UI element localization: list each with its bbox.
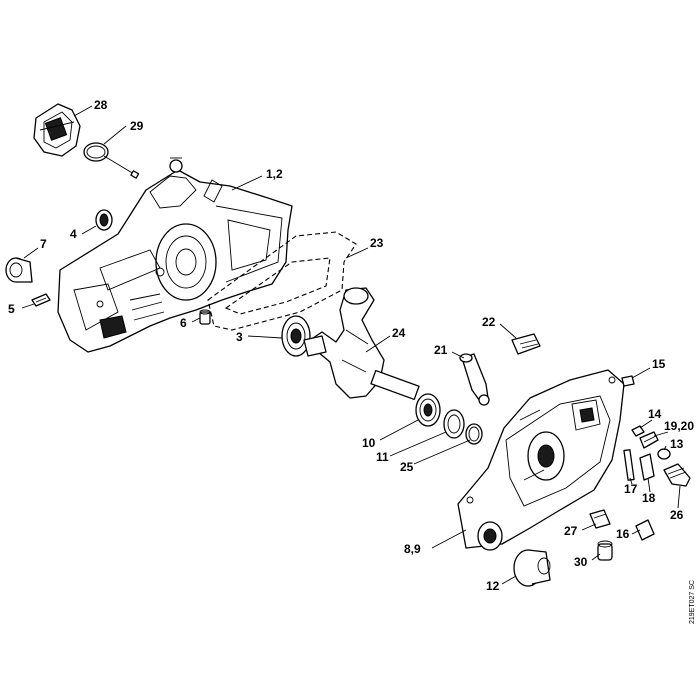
part-pin-14	[631, 425, 645, 437]
part-crankshaft	[303, 287, 420, 401]
callout-14: 14	[648, 407, 662, 421]
part-bearing-3	[281, 315, 311, 357]
part-adjusting-screw	[511, 333, 541, 355]
part-screw-15	[621, 375, 635, 387]
part-sleeve	[199, 309, 211, 325]
part-oil-pump	[33, 103, 81, 157]
part-circlip	[465, 423, 483, 445]
callout-7: 7	[40, 237, 47, 251]
part-gasket	[207, 231, 357, 331]
leader-lines	[21, 105, 681, 585]
callout-27: 27	[564, 524, 578, 538]
callout-24: 24	[392, 326, 406, 340]
callout-15: 15	[652, 357, 666, 371]
callout-30: 30	[574, 555, 588, 569]
part-buffer-12	[513, 549, 551, 587]
callout-10: 10	[362, 436, 376, 450]
part-screw-5	[31, 293, 51, 307]
callout-22: 22	[482, 315, 496, 329]
callout-17: 17	[624, 482, 638, 496]
callout-8-9: 8,9	[404, 542, 421, 556]
callout-4: 4	[70, 227, 77, 241]
part-crankcase-left	[57, 157, 293, 353]
callout-16: 16	[616, 527, 630, 541]
callout-labels: 28 29 1,2 4 7 23 5 6 24 3 22 21 15 14 19…	[8, 98, 694, 593]
part-buffer	[5, 257, 33, 283]
part-pin-18	[639, 453, 655, 481]
callout-6: 6	[180, 316, 187, 330]
part-crankcase-right	[457, 369, 625, 551]
callout-12: 12	[486, 579, 500, 593]
callout-18: 18	[642, 491, 656, 505]
part-screw-27	[589, 509, 611, 529]
part-pump-seal	[83, 142, 140, 179]
callout-5: 5	[8, 302, 15, 316]
callout-28: 28	[94, 98, 108, 112]
drawing-reference: 219ET027 SC	[689, 580, 696, 624]
callout-19-20: 19,20	[664, 419, 694, 433]
part-stud-16	[635, 519, 655, 541]
callout-1-2: 1,2	[266, 167, 283, 181]
part-bent-rod	[459, 353, 490, 406]
callout-29: 29	[130, 119, 144, 133]
part-stud-26	[663, 463, 691, 487]
part-bearing-10	[415, 393, 441, 427]
callout-11: 11	[376, 450, 389, 464]
callout-25: 25	[400, 460, 414, 474]
part-shaft-seal	[95, 209, 113, 231]
callout-13: 13	[670, 437, 684, 451]
part-seal-11	[443, 409, 465, 439]
part-pin-17	[623, 449, 635, 481]
callout-21: 21	[434, 343, 448, 357]
callout-3: 3	[236, 330, 243, 344]
part-sleeve-30	[597, 540, 613, 561]
callout-23: 23	[370, 236, 384, 250]
callout-26: 26	[670, 508, 684, 522]
